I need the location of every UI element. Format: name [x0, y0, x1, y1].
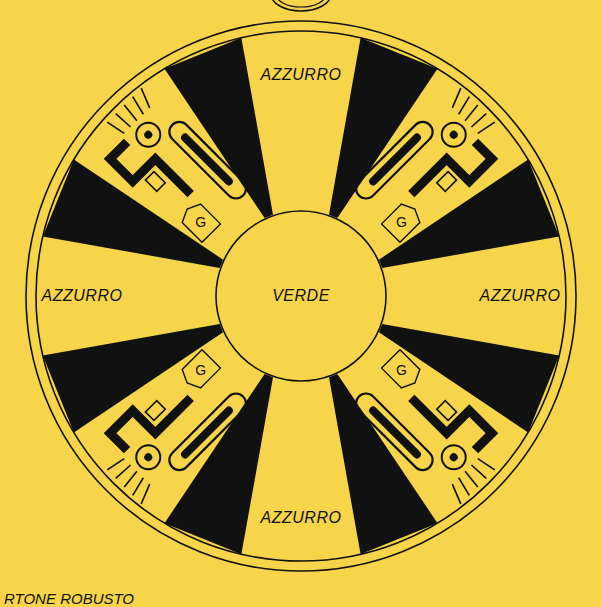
- black-wedge: [329, 38, 437, 218]
- color-segment: AZZURRO: [37, 284, 128, 308]
- top-tab: [271, 0, 331, 11]
- bird-figure: [349, 345, 512, 508]
- inner-ring: [36, 31, 566, 561]
- color-segment: AZZURRO: [256, 63, 347, 87]
- color-segment: AZZURRO: [475, 284, 566, 308]
- center-circle: VERDE: [215, 210, 387, 382]
- black-wedge: [165, 38, 273, 218]
- glue-mark: G: [195, 214, 206, 230]
- color-name: VERDE: [272, 287, 330, 305]
- black-wedge: [165, 374, 273, 554]
- glue-mark: G: [396, 362, 407, 378]
- color-name: AZZURRO: [42, 287, 123, 305]
- black-wedge: [329, 374, 437, 554]
- bird-figure: [90, 345, 253, 508]
- bird-figure: [90, 84, 253, 247]
- color-name: AZZURRO: [261, 509, 342, 527]
- outer-ring: [26, 21, 576, 571]
- color-segment: AZZURRO: [256, 506, 347, 530]
- glue-mark: G: [195, 362, 206, 378]
- bird-figure: [349, 84, 512, 247]
- glue-mark: G: [396, 214, 407, 230]
- material-note: RTONE ROBUSTO: [4, 590, 134, 607]
- color-name: AZZURRO: [480, 287, 561, 305]
- top-tab-inner: [276, 0, 326, 7]
- color-name: AZZURRO: [261, 66, 342, 84]
